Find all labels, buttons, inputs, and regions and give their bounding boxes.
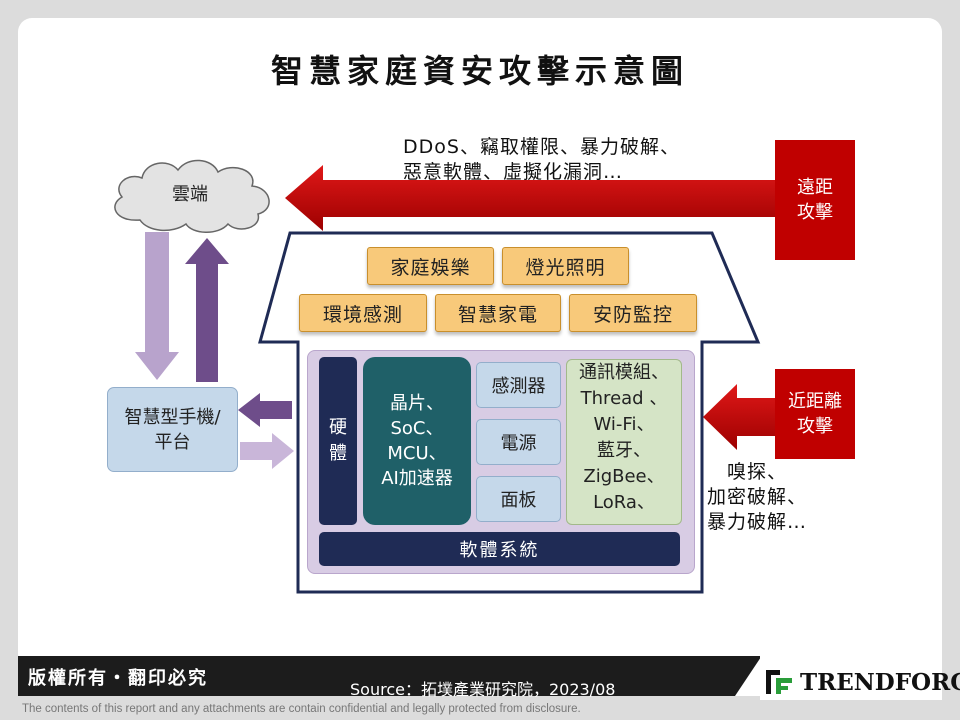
near-attack-text-2: 加密破解、 — [707, 486, 808, 508]
phone-label-2: 平台 — [154, 431, 191, 453]
hardware-char-1: 硬 — [329, 417, 347, 438]
cloud-icon — [114, 159, 270, 233]
comm-line: Wi-Fi、 — [593, 414, 655, 435]
hardware-char-2: 體 — [329, 443, 347, 464]
disclaimer-text: The contents of this report and any atta… — [22, 703, 581, 715]
comm-line: Thread 、 — [580, 388, 668, 409]
module-sensor: 感測器 — [476, 362, 561, 408]
app-family-entertainment: 家庭娛樂 — [367, 247, 494, 285]
copyright-text: 版權所有・翻印必究 — [28, 668, 208, 689]
phone-platform-box: 智慧型手機/ 平台 — [107, 387, 238, 472]
comm-line: 通訊模組、 — [579, 362, 669, 383]
module-panel: 面板 — [476, 476, 561, 522]
page-title: 智慧家庭資安攻擊示意圖 — [270, 52, 689, 90]
trendforce-logo: TRENDFORCE — [800, 669, 960, 696]
phone-label-1: 智慧型手機/ — [124, 406, 221, 428]
near-attack-label-1: 近距離 — [788, 391, 842, 412]
chip-line: MCU、 — [387, 443, 447, 464]
chip-line: SoC、 — [390, 418, 444, 439]
logo-area — [760, 636, 942, 700]
near-attack-text-3: 暴力破解… — [707, 511, 808, 533]
remote-attack-box: 遠距 攻擊 — [775, 140, 855, 260]
comm-line: LoRa、 — [593, 492, 655, 513]
software-system: 軟體系統 — [319, 532, 680, 566]
remote-attack-label-1: 遠距 — [797, 177, 833, 198]
source-text: Source：拓墣產業研究院，2023/08 — [350, 680, 616, 699]
comm-module-box: 通訊模組、 Thread 、 Wi-Fi、 藍牙、 ZigBee、 LoRa、 — [566, 359, 682, 525]
near-attack-box: 近距離 攻擊 — [775, 369, 855, 459]
near-attack-text-1: 嗅探、 — [727, 461, 788, 483]
remote-attack-arrow — [285, 165, 780, 231]
app-smart-appliance: 智慧家電 — [435, 294, 561, 332]
module-power: 電源 — [476, 419, 561, 465]
comm-line: 藍牙、 — [597, 440, 651, 461]
remote-attack-text-2: 惡意軟體、虛擬化漏洞… — [403, 161, 624, 183]
chip-line: 晶片、 — [390, 393, 444, 414]
phone-house-arrows — [238, 393, 294, 469]
app-security-monitoring: 安防監控 — [569, 294, 697, 332]
cloud-label: 雲端 — [172, 184, 208, 205]
trendforce-logo-icon — [766, 670, 792, 694]
remote-attack-label-2: 攻擊 — [797, 202, 833, 223]
app-lighting: 燈光照明 — [502, 247, 629, 285]
cloud-phone-arrows — [135, 232, 229, 382]
hardware-label: 硬體 — [319, 357, 357, 525]
comm-line: ZigBee、 — [583, 466, 665, 487]
app-environment-sensing: 環境感測 — [299, 294, 427, 332]
near-attack-arrow — [703, 384, 783, 450]
chip-line: AI加速器 — [381, 468, 453, 489]
chip-box: 晶片、 SoC、 MCU、 AI加速器 — [363, 357, 471, 525]
remote-attack-text-1: DDoS、竊取權限、暴力破解、 — [403, 136, 680, 158]
near-attack-label-2: 攻擊 — [797, 416, 833, 437]
